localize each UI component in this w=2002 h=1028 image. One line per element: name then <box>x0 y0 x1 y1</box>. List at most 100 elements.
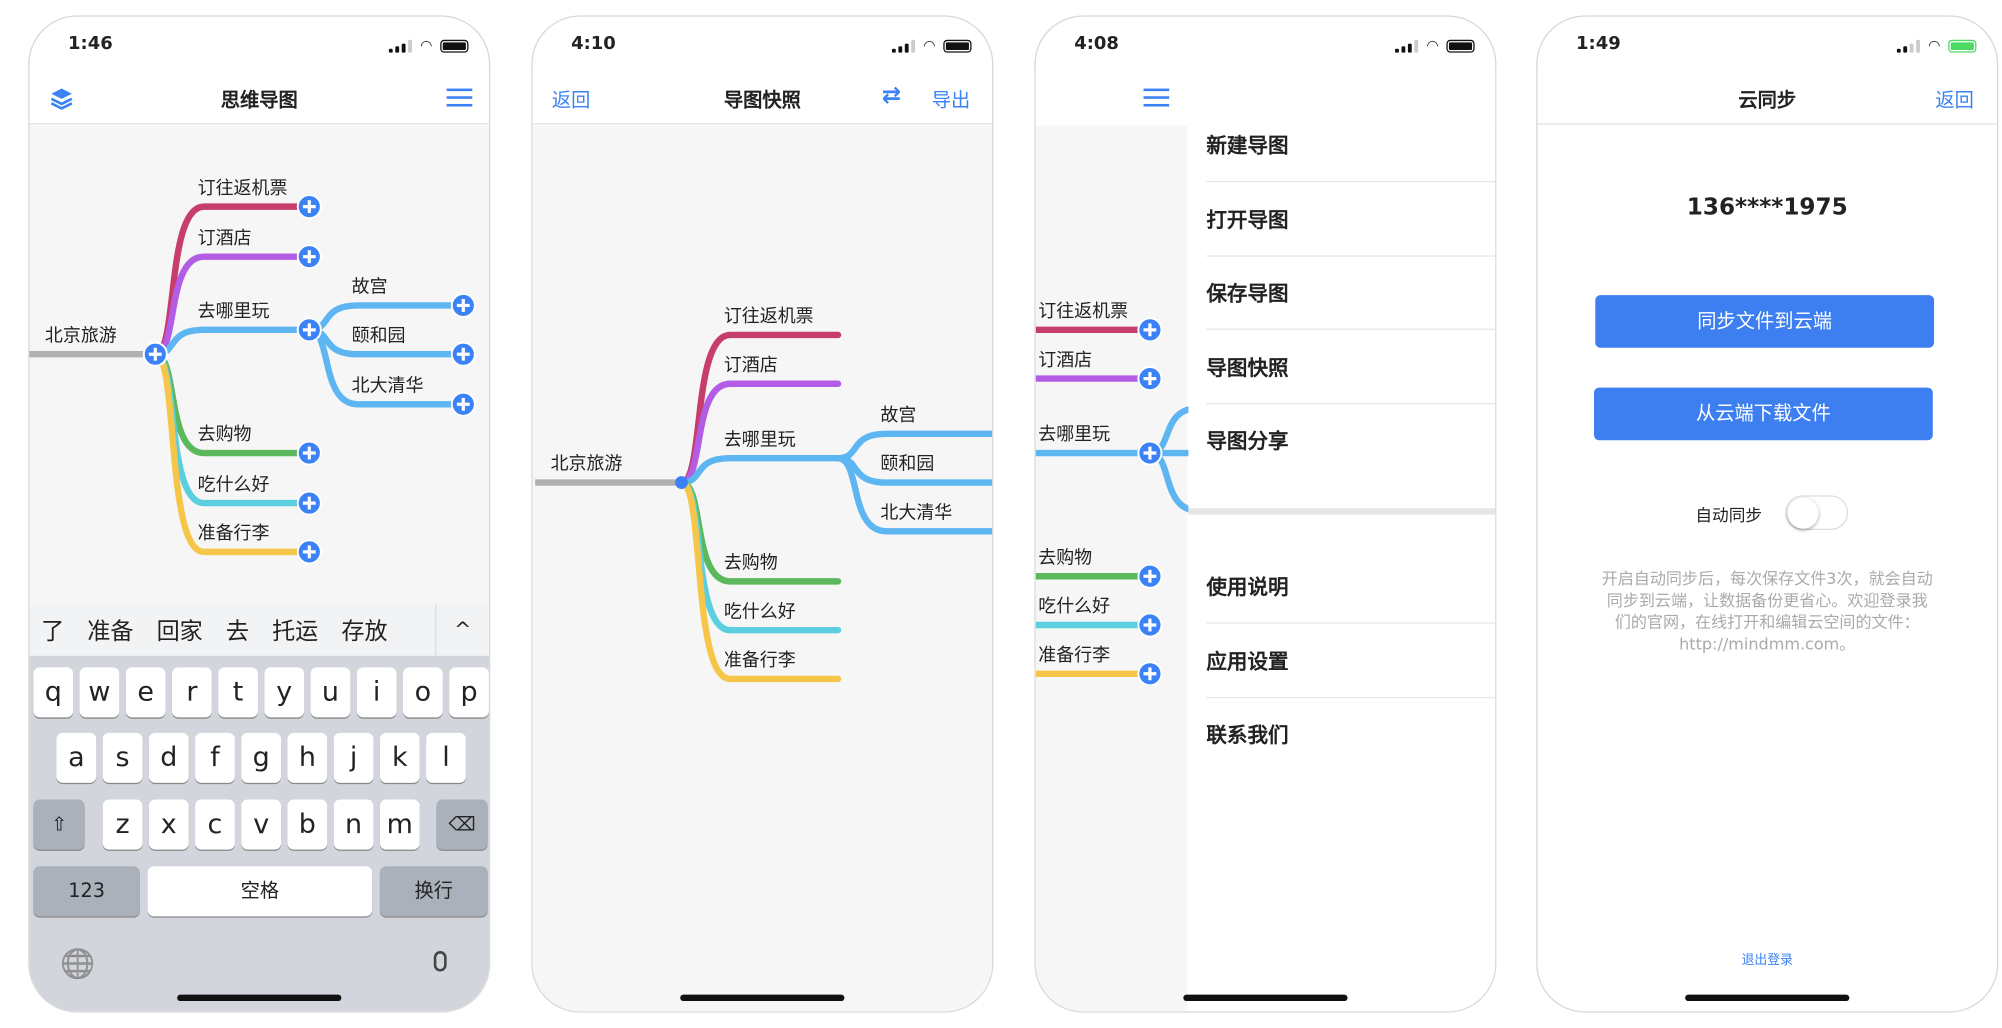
branch-node-label[interactable]: 吃什么好 <box>198 474 270 495</box>
key-l[interactable]: l <box>426 732 466 783</box>
branch-node-label[interactable]: 准备行李 <box>724 650 796 671</box>
key-q[interactable]: q <box>33 667 74 718</box>
add-node-button[interactable] <box>450 292 476 318</box>
sub-node-label[interactable]: 故宫 <box>880 405 916 426</box>
suggestion-item[interactable]: 去 <box>225 618 249 646</box>
return-key[interactable]: 换行 <box>379 866 488 917</box>
export-button[interactable]: 导出 <box>931 88 971 112</box>
delete-key[interactable]: ⌫ <box>436 799 488 850</box>
key-j[interactable]: j <box>333 732 374 783</box>
branch-node-label[interactable]: 订酒店 <box>198 228 252 249</box>
menu-icon[interactable] <box>1143 88 1170 107</box>
menu-item[interactable]: 导图快照 <box>1206 330 1496 404</box>
layers-icon[interactable] <box>49 86 75 112</box>
mic-icon[interactable] <box>433 950 447 972</box>
add-node-button[interactable] <box>450 391 476 417</box>
branch-node-label[interactable]: 吃什么好 <box>724 601 796 622</box>
key-r[interactable]: r <box>171 667 212 718</box>
branch-node-label[interactable]: 订酒店 <box>1038 350 1092 371</box>
add-node-button[interactable] <box>1137 440 1163 466</box>
key-p[interactable]: p <box>449 667 489 718</box>
menu-item[interactable]: 使用说明 <box>1206 551 1496 624</box>
add-node-button[interactable] <box>450 341 476 367</box>
add-node-button[interactable] <box>1137 612 1163 638</box>
key-d[interactable]: d <box>148 732 189 783</box>
branch-node-label[interactable]: 去购物 <box>198 424 252 445</box>
add-node-button[interactable] <box>296 440 322 466</box>
sub-node-label[interactable]: 北大清华 <box>880 502 952 523</box>
key-f[interactable]: f <box>195 732 235 783</box>
key-o[interactable]: o <box>402 667 443 718</box>
branch-node-label[interactable]: 去哪里玩 <box>724 429 796 450</box>
key-a[interactable]: a <box>56 732 97 783</box>
key-y[interactable]: y <box>264 667 305 718</box>
branch-node-label[interactable]: 订往返机票 <box>198 178 288 199</box>
suggestion-item[interactable]: 回家 <box>156 618 203 646</box>
add-node-button[interactable] <box>1137 563 1163 589</box>
back-button[interactable]: 返回 <box>551 88 591 112</box>
key-b[interactable]: b <box>287 799 328 850</box>
key-g[interactable]: g <box>241 732 282 783</box>
space-key[interactable]: 空格 <box>147 866 373 917</box>
key-z[interactable]: z <box>102 799 143 850</box>
suggestion-item[interactable]: 托运 <box>272 618 319 646</box>
branch-node-label[interactable]: 去购物 <box>724 553 778 574</box>
add-node-button[interactable] <box>1137 317 1163 343</box>
shift-key[interactable]: ⇧ <box>33 799 85 850</box>
numbers-key[interactable]: 123 <box>33 866 140 917</box>
branch-node-label[interactable]: 准备行李 <box>198 523 270 544</box>
branch-node-label[interactable]: 订酒店 <box>724 355 778 376</box>
key-w[interactable]: w <box>79 667 120 718</box>
branch-node-label[interactable]: 吃什么好 <box>1038 596 1110 617</box>
add-node-button[interactable] <box>296 490 322 516</box>
sub-node-label[interactable]: 北大清华 <box>352 375 424 396</box>
suggestion-item[interactable]: 存放 <box>341 618 388 646</box>
menu-item[interactable]: 新建导图 <box>1206 109 1496 183</box>
key-e[interactable]: e <box>125 667 166 718</box>
add-node-button[interactable] <box>296 244 322 270</box>
sync-icon[interactable]: ⇄ <box>881 82 902 110</box>
key-t[interactable]: t <box>218 667 258 718</box>
menu-item[interactable]: 保存导图 <box>1206 257 1496 330</box>
menu-icon[interactable] <box>446 88 473 107</box>
key-x[interactable]: x <box>148 799 189 850</box>
auto-sync-toggle[interactable] <box>1785 495 1849 531</box>
branch-node-label[interactable]: 去哪里玩 <box>198 301 270 322</box>
branch-node-label[interactable]: 准备行李 <box>1038 645 1110 666</box>
suggestion-item[interactable]: 了 <box>41 618 65 646</box>
key-s[interactable]: s <box>102 732 143 783</box>
key-m[interactable]: m <box>379 799 420 850</box>
key-v[interactable]: v <box>241 799 282 850</box>
add-node-button[interactable] <box>296 317 322 343</box>
sub-node-label[interactable]: 颐和园 <box>352 325 406 346</box>
menu-item[interactable]: 应用设置 <box>1206 624 1496 698</box>
key-k[interactable]: k <box>379 732 420 783</box>
add-node-button[interactable] <box>296 194 322 220</box>
sub-node-label[interactable]: 颐和园 <box>880 454 934 475</box>
menu-item[interactable]: 打开导图 <box>1206 183 1496 257</box>
branch-node-label[interactable]: 去购物 <box>1038 547 1092 568</box>
key-h[interactable]: h <box>287 732 328 783</box>
key-i[interactable]: i <box>356 667 397 718</box>
download-button[interactable]: 从云端下载文件 <box>1593 387 1933 441</box>
branch-node-label[interactable]: 订往返机票 <box>724 306 814 327</box>
add-node-button[interactable] <box>1137 661 1163 687</box>
globe-icon[interactable]: 🌐 <box>60 948 96 981</box>
collapse-suggestions-button[interactable]: ^ <box>435 604 489 656</box>
branch-node-label[interactable]: 订往返机票 <box>1038 301 1128 322</box>
key-u[interactable]: u <box>310 667 351 718</box>
back-button[interactable]: 返回 <box>1935 88 1974 112</box>
branch-node-label[interactable]: 去哪里玩 <box>1038 424 1110 445</box>
mindmap-canvas[interactable]: 北京旅游订往返机票订酒店去哪里玩去购物吃什么好准备行李故宫颐和园北大清华 <box>532 125 993 1012</box>
add-node-button[interactable] <box>142 341 168 367</box>
suggestion-item[interactable]: 准备 <box>87 618 134 646</box>
upload-button[interactable]: 同步文件到云端 <box>1595 295 1935 348</box>
sub-node-label[interactable]: 故宫 <box>352 277 388 298</box>
key-c[interactable]: c <box>195 799 235 850</box>
add-node-button[interactable] <box>296 539 322 565</box>
menu-item[interactable]: 联系我们 <box>1206 722 1289 747</box>
menu-item[interactable]: 导图分享 <box>1206 428 1289 454</box>
